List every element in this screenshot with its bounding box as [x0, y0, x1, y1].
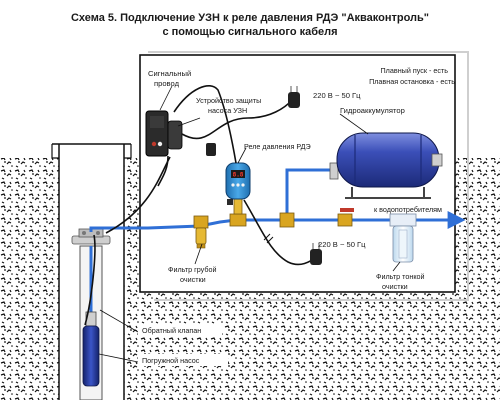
check-valve-label-bg	[138, 324, 222, 336]
label-relay: Реле давления РДЭ	[244, 142, 311, 151]
pressure-relay: 8.8	[225, 162, 251, 205]
plug-device	[206, 143, 216, 156]
label-protection-1: Устройство защиты	[196, 96, 261, 105]
label-signal-wire-1: Сигнальный	[148, 69, 191, 78]
wiring	[84, 85, 319, 326]
pump-label-bg	[138, 354, 228, 366]
label-accumulator: Гидроаккумулятор	[340, 106, 405, 115]
label-coarse-filter-2: очистки	[180, 275, 206, 284]
label-signal-wire-2: провод	[154, 79, 180, 88]
title-line-2: с помощью сигнального кабеля	[162, 26, 337, 38]
label-soft-stop: Плавная остановка - есть	[369, 77, 455, 86]
label-protection-2: насоса УЗН	[208, 106, 247, 115]
hydraulic-accumulator	[329, 132, 443, 199]
plug-bottom	[310, 243, 322, 265]
submersible-pump	[82, 311, 100, 387]
label-power-top: 220 В ~ 50 Гц	[313, 91, 361, 100]
label-fine-filter-2: очистки	[382, 282, 408, 291]
label-fine-filter-1: Фильтр тонкой	[376, 272, 425, 281]
label-check-valve: Обратный клапан	[142, 326, 201, 335]
cable-break-mark	[263, 233, 274, 244]
label-power-bottom: 220 В ~ 50 Гц	[318, 240, 366, 249]
pump-protection-device	[145, 110, 183, 157]
label-pump: Погружной насос	[142, 356, 200, 365]
plug-top	[288, 86, 300, 108]
coarse-filter	[193, 215, 209, 249]
label-coarse-filter-1: Фильтр грубой	[168, 265, 216, 274]
title-line-1: Схема 5. Подключение УЗН к реле давления…	[71, 12, 429, 24]
well-head	[71, 228, 111, 245]
relay-fitting	[229, 197, 295, 228]
label-consumers: к водопотребителям	[374, 205, 442, 214]
label-soft-start: Плавный пуск - есть	[381, 66, 449, 75]
house-wall-shadow	[148, 51, 469, 301]
leader-lines	[98, 85, 401, 363]
relay-display: 8.8	[233, 172, 244, 179]
ball-valve	[337, 208, 354, 227]
fine-filter	[389, 213, 417, 263]
